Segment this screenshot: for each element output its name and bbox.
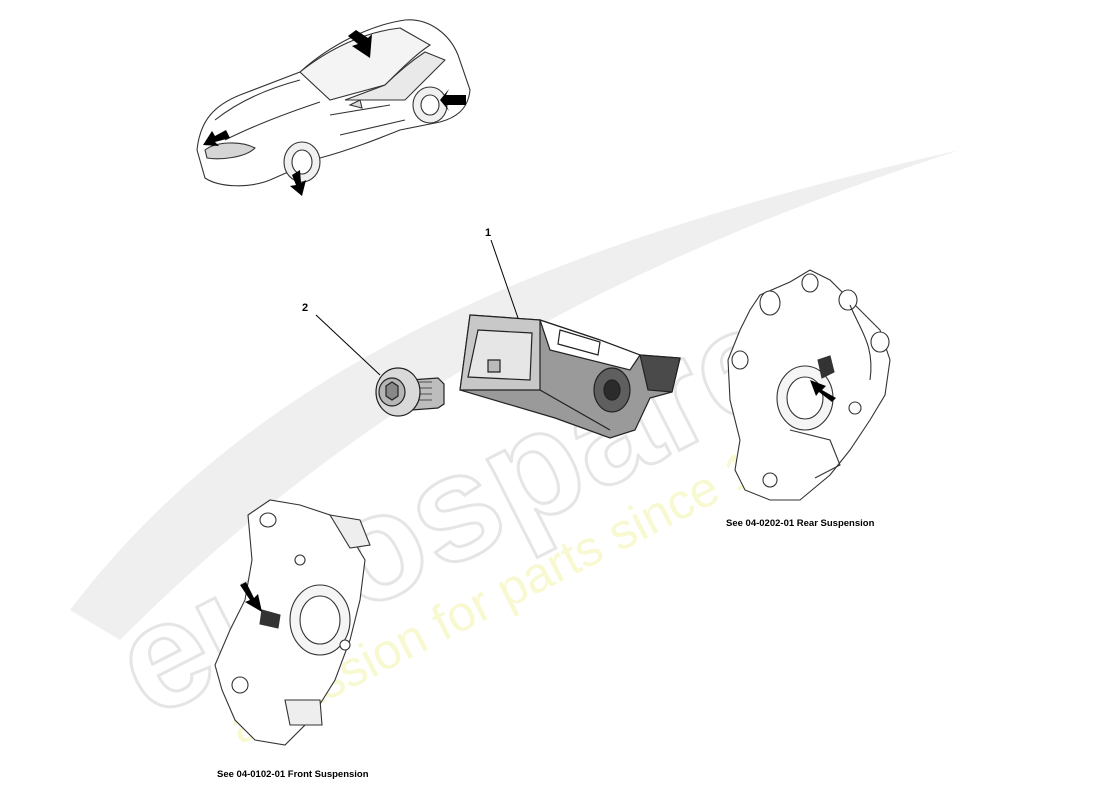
arrow-icon [290, 170, 306, 196]
sensor-part [459, 314, 681, 439]
arrow-icon [810, 380, 836, 402]
car-illustration [196, 19, 471, 187]
leader-line-1 [490, 239, 519, 319]
leader-lines [315, 239, 519, 376]
arrow-icon [440, 89, 466, 111]
arrow-icon [348, 30, 372, 58]
arrow-icon [240, 582, 262, 612]
rear-knuckle-illustration [727, 269, 891, 501]
front-suspension-reference: See 04-0102-01 Front Suspension [217, 769, 369, 780]
arrow-icon [203, 130, 230, 146]
bolt-part [375, 367, 445, 417]
callout-number-2: 2 [302, 302, 309, 314]
front-knuckle-illustration [214, 499, 371, 746]
watermark-swoosh [70, 150, 960, 640]
leader-line-2 [315, 314, 381, 376]
callout-number-1: 1 [485, 227, 492, 239]
rear-suspension-reference: See 04-0202-01 Rear Suspension [726, 518, 875, 529]
